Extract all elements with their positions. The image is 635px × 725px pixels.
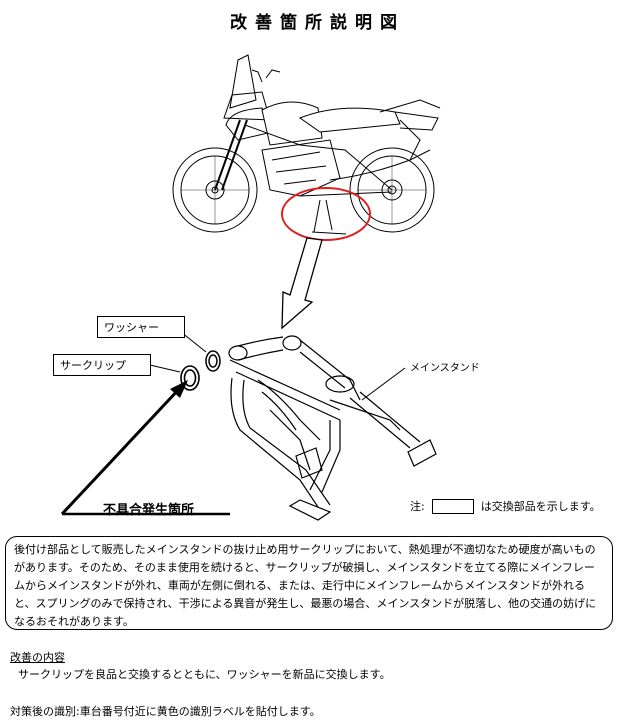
legend-prefix: 注: [410, 500, 425, 513]
washer-part [205, 350, 221, 372]
circlip-part [180, 365, 200, 391]
page-title: 改善箇所説明図 [230, 13, 405, 33]
description-box: 後付け部品として販売したメインスタンドの抜け止め用サークリップにおいて、熱処理が… [5, 536, 613, 630]
legend-suffix: は交換部品を示します。 [480, 500, 601, 513]
replacement-part-swatch [431, 498, 474, 514]
highlight-circle [281, 187, 371, 241]
main-stand-drawing [228, 335, 437, 521]
circlip-label: サークリップ [53, 354, 151, 376]
identification-text: 対策後の識別:車台番号付近に黄色の識別ラベルを貼付します。 [10, 705, 321, 718]
pointer-arrow [281, 237, 323, 330]
improvement-heading: 改善の内容 [10, 651, 65, 664]
illustration [60, 54, 441, 521]
legend: 注: は交換部品を示します。 [410, 498, 601, 514]
washer-label: ワッシャー [97, 316, 185, 338]
main-stand-label: メインスタンド [410, 363, 480, 374]
motorcycle-drawing [172, 54, 441, 235]
improvement-text: サークリップを良品と交換するとともに、ワッシャーを新品に交換します。 [18, 668, 391, 681]
defect-location-label: 不具合発生箇所 [103, 503, 195, 518]
defect-arrow [60, 386, 182, 516]
